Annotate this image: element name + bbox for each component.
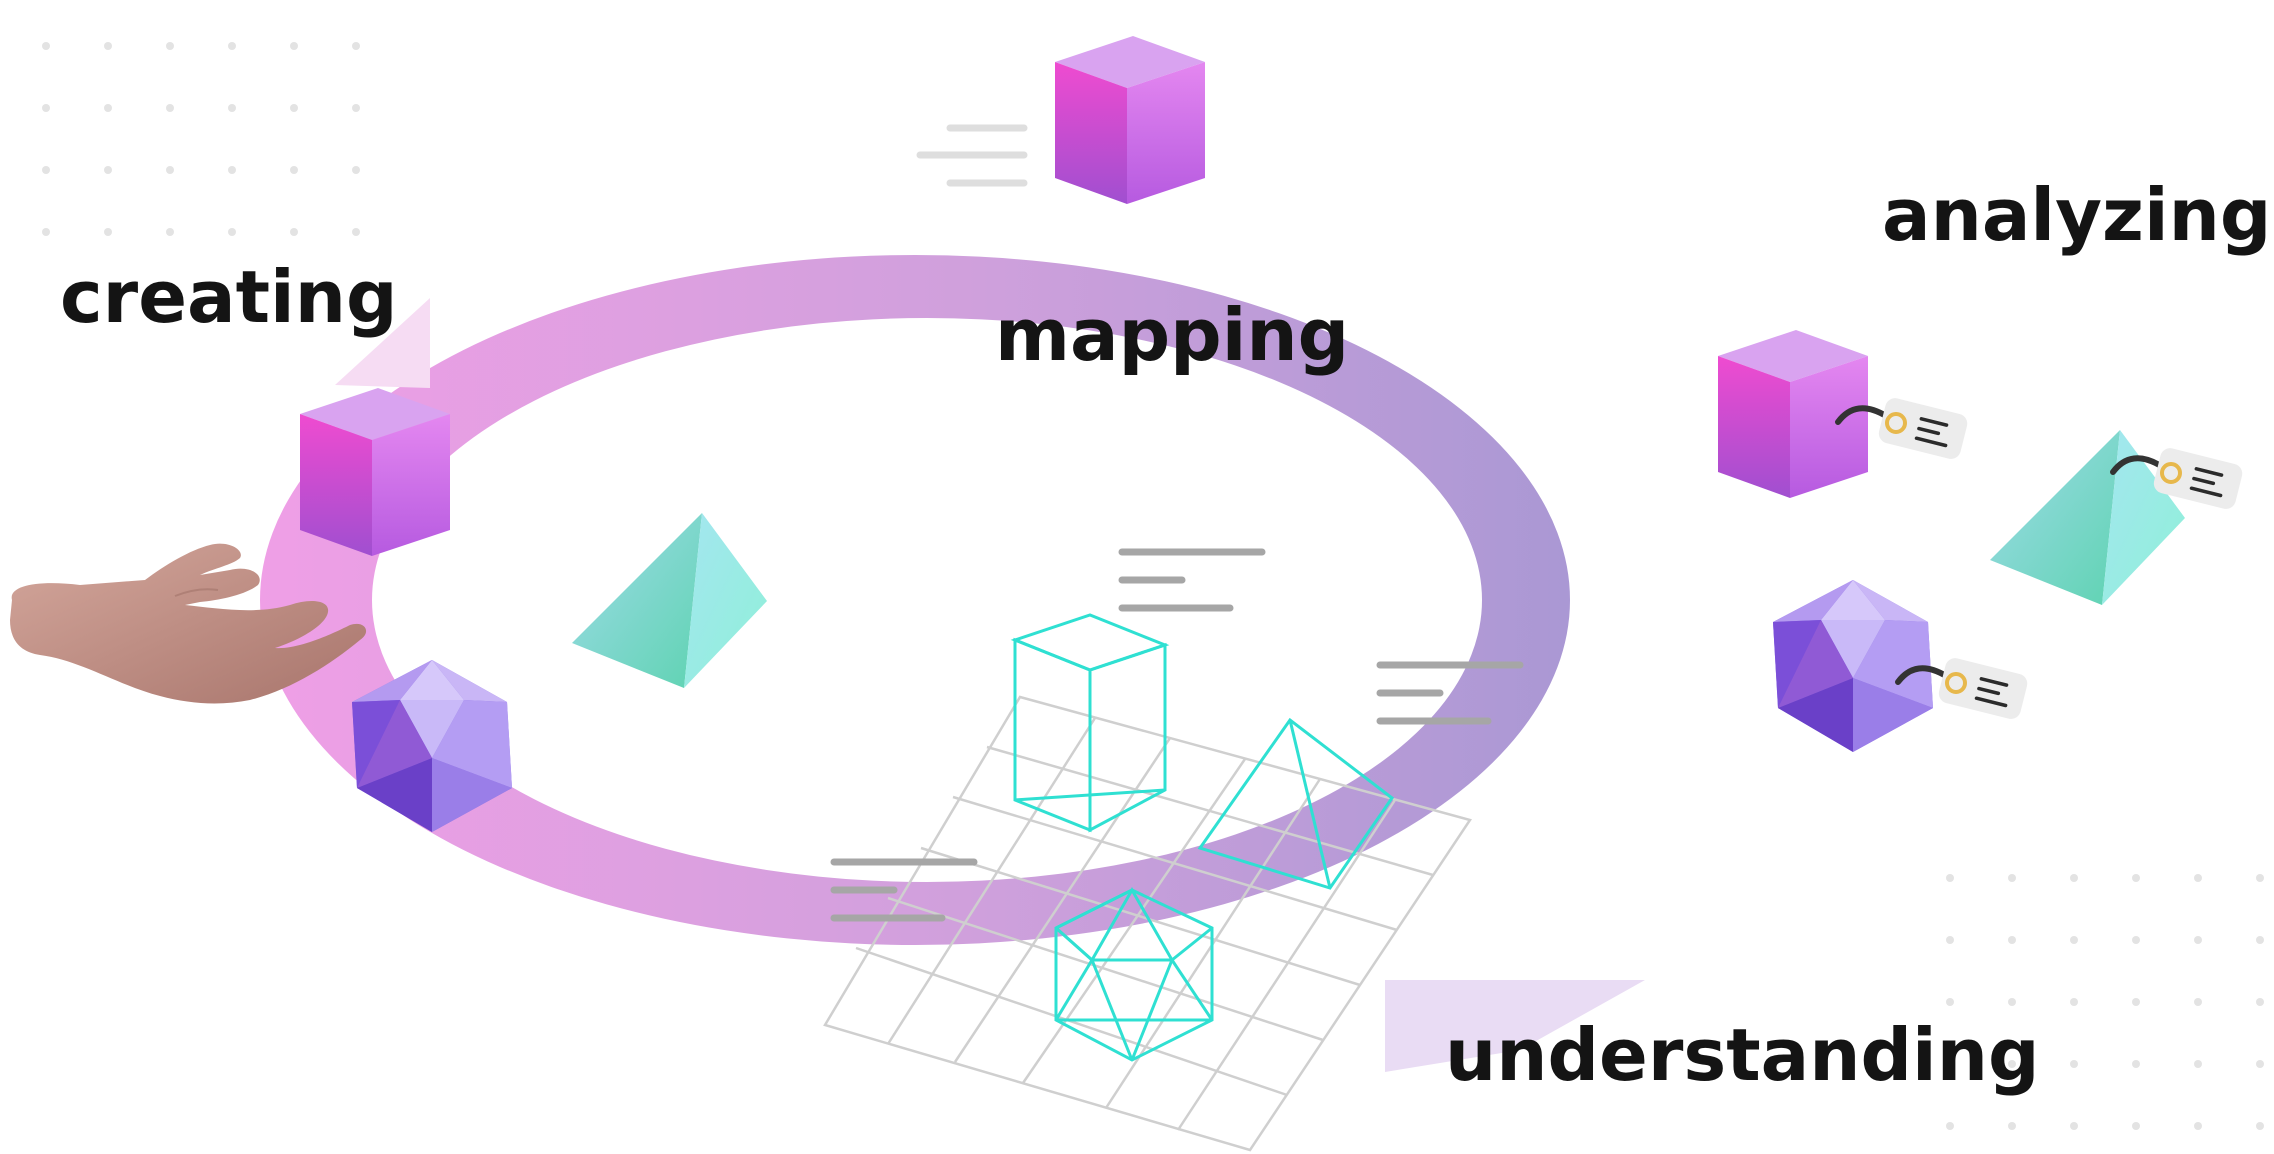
dot bbox=[2132, 1060, 2140, 1068]
dot bbox=[2256, 874, 2264, 882]
cube-icon bbox=[300, 388, 450, 556]
dot bbox=[2070, 874, 2078, 882]
label-creating: creating bbox=[60, 255, 398, 339]
dot bbox=[352, 104, 360, 112]
wireframe-pyramid bbox=[1197, 717, 1395, 890]
dot bbox=[166, 42, 174, 50]
dot bbox=[2194, 1122, 2202, 1130]
dot bbox=[2194, 874, 2202, 882]
dot bbox=[104, 166, 112, 174]
dot bbox=[2070, 1060, 2078, 1068]
dot bbox=[1946, 874, 1954, 882]
label-analyzing: analyzing bbox=[1882, 173, 2271, 257]
dot bbox=[1946, 1060, 1954, 1068]
dot bbox=[2132, 936, 2140, 944]
dot bbox=[166, 166, 174, 174]
text-lines-icon bbox=[1122, 552, 1262, 608]
dot bbox=[290, 228, 298, 236]
dot bbox=[2256, 998, 2264, 1006]
dot bbox=[228, 104, 236, 112]
accent-panel-creating bbox=[335, 298, 430, 388]
dot bbox=[2132, 1122, 2140, 1130]
dot bbox=[2132, 874, 2140, 882]
dot bbox=[2132, 998, 2140, 1006]
dot bbox=[1946, 998, 1954, 1006]
dot bbox=[104, 42, 112, 50]
pyramid-icon bbox=[1990, 430, 2185, 605]
dot bbox=[2256, 1122, 2264, 1130]
text-lines-icon bbox=[916, 124, 1028, 187]
dot bbox=[2194, 1060, 2202, 1068]
dot bbox=[166, 104, 174, 112]
dot bbox=[228, 42, 236, 50]
dot bbox=[2008, 998, 2016, 1006]
dot bbox=[290, 166, 298, 174]
dot bbox=[2256, 936, 2264, 944]
dot bbox=[42, 166, 50, 174]
dot-pattern-top-left bbox=[42, 42, 360, 236]
dot bbox=[2008, 1060, 2016, 1068]
pyramid-icon bbox=[572, 513, 767, 688]
icosahedron-icon bbox=[1773, 580, 1933, 752]
dot bbox=[2194, 998, 2202, 1006]
dot bbox=[1946, 1122, 1954, 1130]
dot bbox=[2008, 1122, 2016, 1130]
dot bbox=[104, 228, 112, 236]
wireframe-icosahedron bbox=[1054, 886, 1214, 1062]
dot bbox=[352, 166, 360, 174]
label-understanding: understanding bbox=[1445, 1013, 2040, 1097]
cube-icon bbox=[1055, 36, 1205, 204]
dot-pattern-bottom-right bbox=[1946, 874, 2264, 1130]
dot bbox=[2070, 1122, 2078, 1130]
dot bbox=[228, 166, 236, 174]
dot bbox=[352, 228, 360, 236]
dot bbox=[290, 42, 298, 50]
dot bbox=[352, 42, 360, 50]
cycle-ring bbox=[260, 255, 1570, 945]
accent-panel-understanding bbox=[1385, 980, 1645, 1072]
dot bbox=[166, 228, 174, 236]
dot bbox=[290, 104, 298, 112]
label-mapping: mapping bbox=[995, 293, 1349, 377]
dot bbox=[2008, 936, 2016, 944]
dot bbox=[2256, 1060, 2264, 1068]
dot bbox=[2194, 936, 2202, 944]
dot bbox=[42, 42, 50, 50]
dot bbox=[2008, 874, 2016, 882]
dot bbox=[2070, 936, 2078, 944]
dot bbox=[1946, 936, 1954, 944]
dot bbox=[42, 228, 50, 236]
wireframe-cube bbox=[1010, 613, 1170, 833]
dot bbox=[42, 104, 50, 112]
hand-icon bbox=[10, 543, 367, 704]
dot bbox=[228, 228, 236, 236]
dot bbox=[2070, 998, 2078, 1006]
dot bbox=[104, 104, 112, 112]
